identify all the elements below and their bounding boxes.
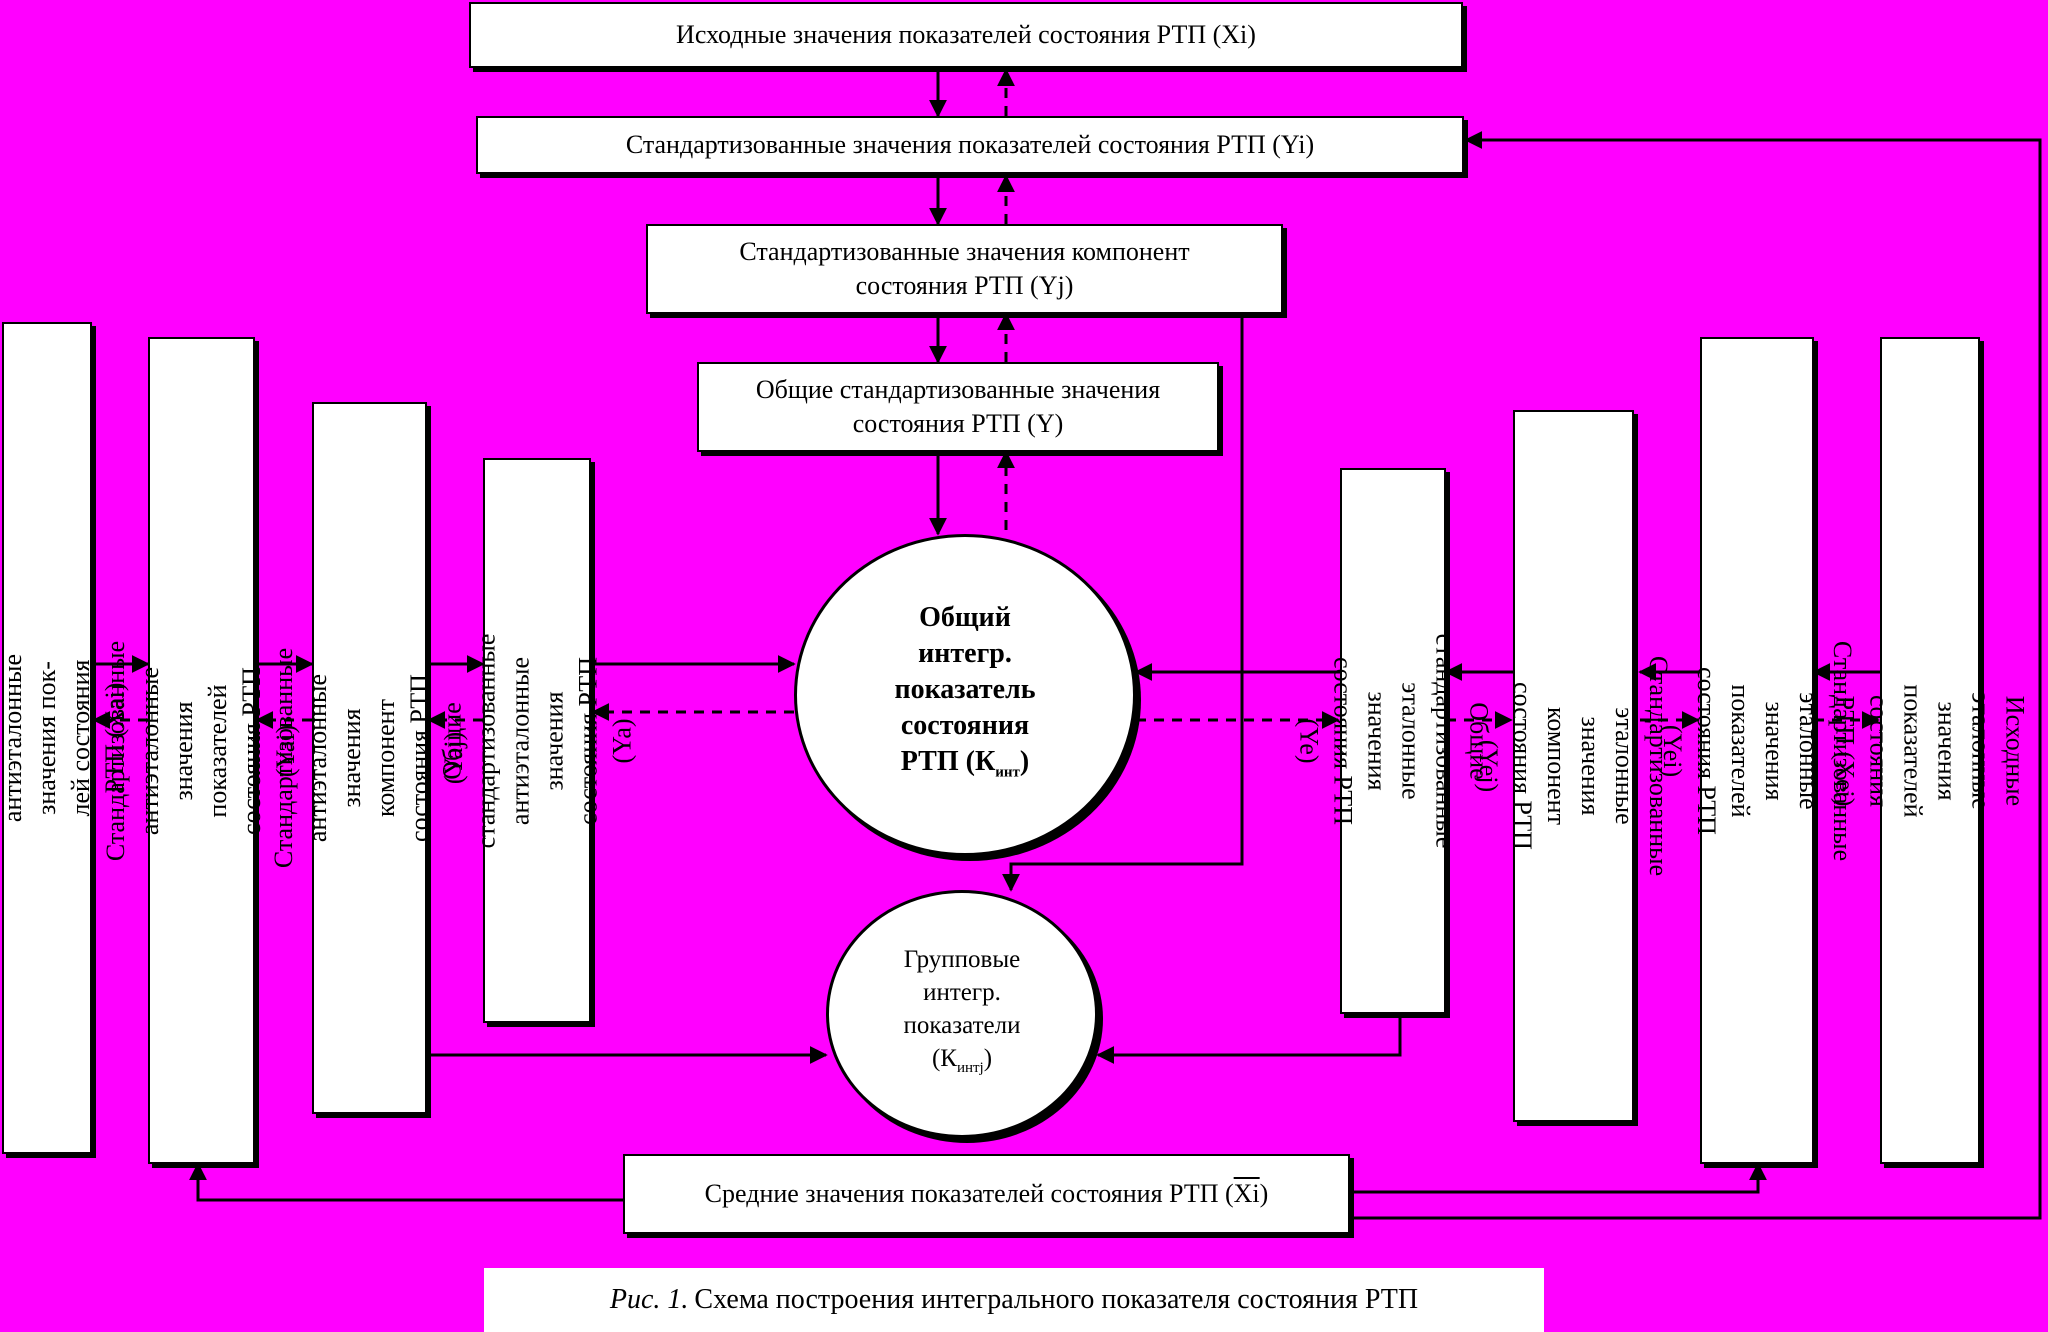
group-line-2: интегр. xyxy=(923,979,1001,1006)
box-ye-label: Общие стандартизованные эталонные значен… xyxy=(1294,633,1493,849)
box-yej-label: Стандартизованные эталонные значения ком… xyxy=(1474,655,1674,877)
arrow-yaj-to-group xyxy=(425,1000,828,1064)
mean-prefix: Средние значения показателей состояния Р… xyxy=(704,1179,1234,1208)
group-line-1: Групповые xyxy=(903,946,1021,973)
circle-kint: Общий интегр. показатель состояния РТП (… xyxy=(794,534,1136,856)
box-xi-label: Исходные значения показателей состояния … xyxy=(676,20,1256,49)
box-xi: Исходные значения показателей состояния … xyxy=(469,2,1463,68)
box-mean-xi: Средние значения показателей состояния Р… xyxy=(623,1154,1350,1234)
box-yei: Стандартизованные эталонные значения пок… xyxy=(1658,337,1857,1164)
arrow-mean-to-yai xyxy=(189,1162,623,1202)
kint-line-1: Общий xyxy=(919,601,1011,633)
kint-line-2: интегр. xyxy=(918,637,1012,669)
arrow-ye-to-group xyxy=(1096,1014,1402,1064)
kint-line-5: РТП (К xyxy=(900,745,996,777)
arrow-mean-to-yi xyxy=(1350,131,2042,1220)
mean-close: ) xyxy=(1259,1179,1269,1208)
box-ya: Общие стандартизованные антиэталонные зн… xyxy=(437,458,636,1023)
caption-text: Схема построения интегрального показател… xyxy=(694,1284,1419,1315)
box-yej: Стандартизованные эталонные значения ком… xyxy=(1475,410,1674,1122)
box-yi: Стандартизованные значения показателей с… xyxy=(476,116,1464,174)
box-ya-label: Общие стандартизованные антиэталонные зн… xyxy=(437,633,636,848)
kint-line-4: состояния xyxy=(900,709,1030,741)
box-y: Общие стандартизованные значения состоян… xyxy=(697,362,1219,452)
caption-label: Рис. 1. xyxy=(609,1284,689,1315)
group-line-4: (К xyxy=(931,1045,957,1072)
box-mean-xi-label: Средние значения показателей состояния Р… xyxy=(705,1177,1269,1211)
box-yai: Стандартизованные антиэталонные значения… xyxy=(102,337,301,1164)
arrow-mean-to-yei xyxy=(1350,1162,1767,1194)
box-yi-label: Стандартизованные значения показателей с… xyxy=(625,130,1315,159)
box-yaj: Стандартизованные антиэталонные значения… xyxy=(270,402,469,1114)
mean-variable: Xi xyxy=(1233,1179,1260,1208)
arrow-yj-to-group xyxy=(1002,314,1244,892)
group-subscript: интj xyxy=(956,1060,984,1076)
box-yj-label: Стандартизованные значения компонент сос… xyxy=(739,237,1190,300)
kint-line-3: показатель xyxy=(894,673,1036,705)
box-y-label: Общие стандартизованные значения состоян… xyxy=(755,375,1161,438)
box-xei: Исходные эталонные значения показателей … xyxy=(1831,337,2030,1164)
kint-close: ) xyxy=(1019,745,1030,777)
box-yj: Стандартизованные значения компонент сос… xyxy=(646,224,1283,314)
box-xei-label: Исходные эталонные значения показателей … xyxy=(1831,683,2030,818)
figure-caption: Рис. 1. Схема построения интегрального п… xyxy=(484,1268,1544,1332)
kint-subscript: инт xyxy=(995,764,1020,781)
group-line-3: показатели xyxy=(903,1012,1021,1039)
circle-group-label: Групповые интегр. показатели (Кинтj) xyxy=(904,943,1021,1085)
group-close: ) xyxy=(983,1045,993,1072)
circle-group: Групповые интегр. показатели (Кинтj) xyxy=(826,890,1098,1138)
box-ye: Общие стандартизованные эталонные значен… xyxy=(1294,468,1493,1014)
circle-kint-label: Общий интегр. показатель состояния РТП (… xyxy=(894,600,1035,791)
box-xai: Исходные антиэталонные значения пок-лей … xyxy=(0,322,129,1154)
